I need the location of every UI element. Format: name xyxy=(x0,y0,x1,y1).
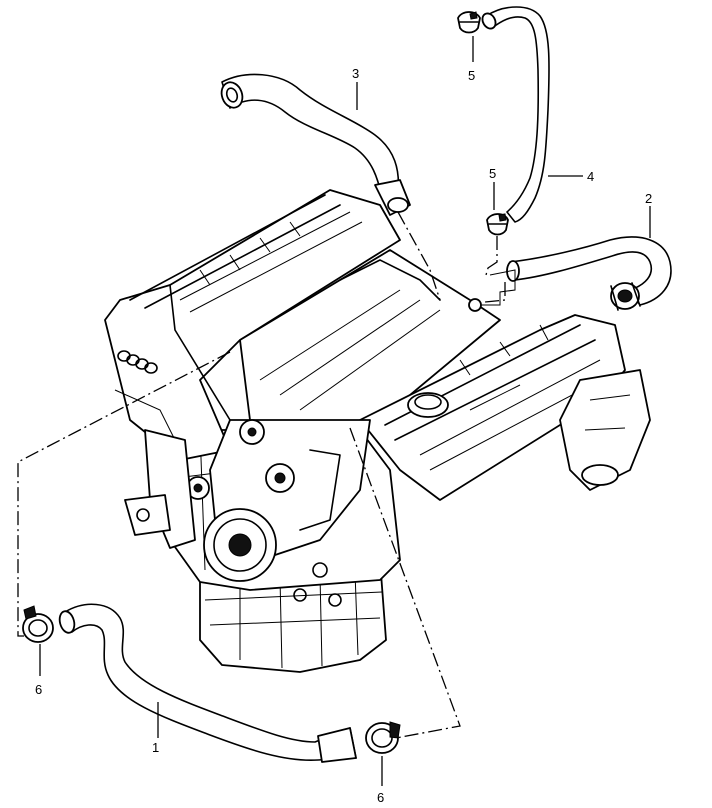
hose-2 xyxy=(468,236,672,312)
callout-6-left: 6 xyxy=(35,682,42,697)
hose-3 xyxy=(220,73,441,301)
clamp-5-top xyxy=(457,11,481,34)
callout-3: 3 xyxy=(352,66,359,81)
hose-4-tube xyxy=(485,6,550,223)
callouts: 3 4 2 5 5 6 1 6 xyxy=(35,66,652,805)
routing-lines xyxy=(17,236,506,739)
callout-5-mid: 5 xyxy=(489,166,496,181)
hose-1 xyxy=(58,603,357,763)
clamp-6-right xyxy=(365,721,401,754)
clamp-6-left xyxy=(22,605,54,643)
callout-5-top: 5 xyxy=(468,68,475,83)
right-cylinder-head xyxy=(359,314,626,501)
hose-3-tube xyxy=(221,73,400,199)
engine-block xyxy=(104,189,651,673)
clamp-5-mid xyxy=(486,213,509,236)
callout-6-right: 6 xyxy=(377,790,384,805)
oil-filler-cap xyxy=(407,392,449,418)
hose-4 xyxy=(481,6,550,223)
leader-lines xyxy=(39,36,651,786)
callout-1: 1 xyxy=(152,740,159,755)
hose-2-tube xyxy=(509,236,672,306)
logo-rings xyxy=(117,350,158,374)
accessory-bracket xyxy=(144,429,196,549)
callout-2: 2 xyxy=(645,191,652,206)
callout-4: 4 xyxy=(587,169,594,184)
hose-2-clamp xyxy=(610,282,641,311)
